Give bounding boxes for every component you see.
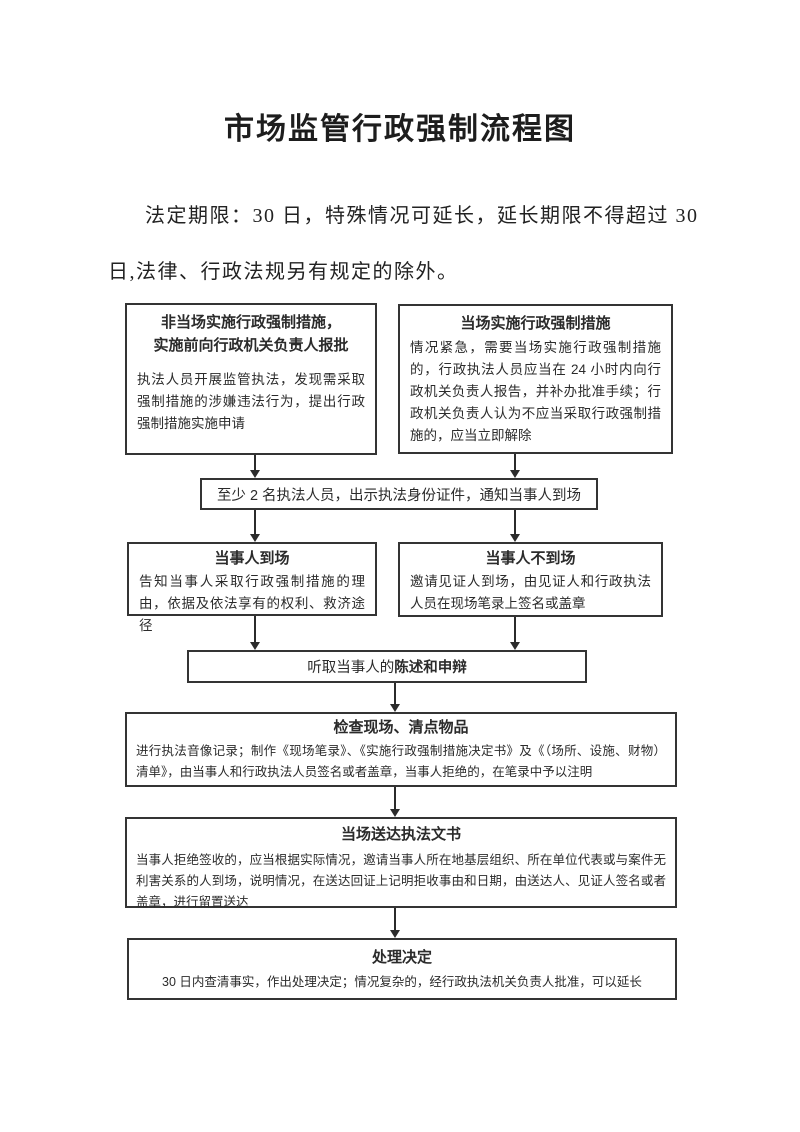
arrow-head — [390, 704, 400, 712]
flow-arrow-deliver-to-decision — [390, 908, 400, 938]
node-body: 进行执法音像记录；制作《现场笔录》、《实施行政强制措施决定书》及《（场所、设施、… — [136, 744, 666, 779]
node-title-line-1: 非当场实施行政强制措施， — [160, 314, 341, 331]
node-title: 当场送达执法文书 — [340, 826, 461, 843]
flow-arrow-inspect-to-deliver — [390, 787, 400, 817]
flow-arrow-notify-to-absent — [510, 510, 520, 542]
intro-paragraph: 法定期限：30 日，特殊情况可延长，延长期限不得超过 30 日,法律、行政法规另… — [108, 188, 700, 300]
flow-arrow-present-to-hearing — [250, 616, 260, 650]
intro-line-2: 日,法律、行政法规另有规定的除外。 — [108, 261, 459, 283]
flow-node-hearing: 听取当事人的陈述和申辩 — [187, 650, 587, 683]
flow-node-pre-approval: 非当场实施行政强制措施， 实施前向行政机关负责人报批 执法人员开展监管执法，发现… — [125, 303, 377, 455]
flow-arrow-hearing-to-inspect — [390, 683, 400, 712]
arrow-head — [250, 534, 260, 542]
intro-line-1: 法定期限：30 日，特殊情况可延长，延长期限不得超过 30 — [145, 205, 699, 227]
arrow-head — [510, 534, 520, 542]
flow-node-decision: 处理决定 30 日内查清事实，作出处理决定；情况复杂的，经行政执法机关负责人批准… — [127, 938, 677, 1000]
node-title: 处理决定 — [371, 949, 432, 966]
page-title: 市场监管行政强制流程图 — [224, 113, 576, 146]
flow-arrow-pre-approval-to-notify — [250, 455, 260, 478]
arrow-head — [250, 470, 260, 478]
node-text-bold: 陈述和申辩 — [394, 660, 467, 676]
node-title: 检查现场、清点物品 — [333, 719, 469, 736]
node-body: 告知当事人采取行政强制措施的理由，依据及依法享有的权利、救济途径 — [139, 574, 365, 633]
flow-node-notify: 至少 2 名执法人员，出示执法身份证件，通知当事人到场 — [200, 478, 598, 510]
arrow-head — [390, 930, 400, 938]
node-title-line-2: 实施前向行政机关负责人报批 — [153, 337, 349, 354]
node-text: 至少 2 名执法人员，出示执法身份证件，通知当事人到场 — [216, 487, 582, 504]
flow-arrow-onsite-to-notify — [510, 454, 520, 478]
flow-arrow-notify-to-present — [250, 510, 260, 542]
arrow-head — [390, 809, 400, 817]
flow-node-onsite: 当场实施行政强制措施 情况紧急，需要当场实施行政强制措施的，行政执法人员应当在 … — [398, 304, 673, 454]
flow-node-party-absent: 当事人不到场 邀请见证人到场，由见证人和行政执法人员在现场笔录上签名或盖章 — [398, 542, 663, 617]
node-body: 邀请见证人到场，由见证人和行政执法人员在现场笔录上签名或盖章 — [410, 574, 651, 611]
arrow-head — [510, 470, 520, 478]
node-title: 当事人到场 — [214, 550, 290, 567]
node-title: 非当场实施行政强制措施， 实施前向行政机关负责人报批 — [127, 305, 375, 357]
node-body: 情况紧急，需要当场实施行政强制措施的，行政执法人员应当在 24 小时内向行政机关… — [410, 340, 661, 443]
node-body: 当事人拒绝签收的，应当根据实际情况，邀请当事人所在地基层组织、所在单位代表或与案… — [136, 853, 666, 909]
node-title: 当场实施行政强制措施 — [460, 315, 611, 332]
arrow-head — [510, 642, 520, 650]
node-title: 当事人不到场 — [485, 550, 576, 567]
node-body: 执法人员开展监管执法，发现需采取强制措施的涉嫌违法行为，提出行政强制措施实施申请 — [137, 372, 365, 431]
flow-node-inspect: 检查现场、清点物品 进行执法音像记录；制作《现场笔录》、《实施行政强制措施决定书… — [125, 712, 677, 787]
flow-node-deliver: 当场送达执法文书 当事人拒绝签收的，应当根据实际情况，邀请当事人所在地基层组织、… — [125, 817, 677, 909]
node-body: 30 日内查清事实，作出处理决定；情况复杂的，经行政执法机关负责人批准，可以延长 — [162, 975, 642, 989]
arrow-head — [250, 642, 260, 650]
flow-arrow-absent-to-hearing — [510, 617, 520, 650]
flow-node-party-present: 当事人到场 告知当事人采取行政强制措施的理由，依据及依法享有的权利、救济途径 — [127, 542, 377, 633]
node-text-regular: 听取当事人的 — [307, 660, 395, 676]
